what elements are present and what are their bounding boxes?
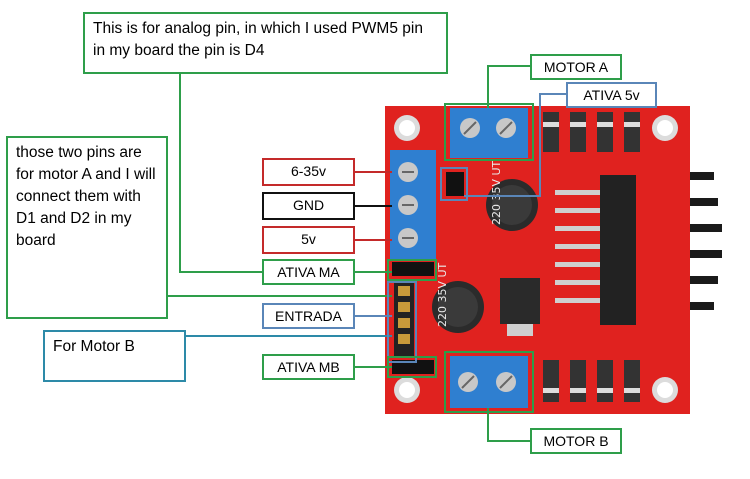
leader-motor-a (487, 65, 530, 108)
capacitor-top-text: 220 35V UT (490, 160, 503, 225)
voltage-regulator (500, 278, 540, 336)
ativa-mb-label: ATIVA MB (262, 354, 355, 380)
leader-motor-b (487, 408, 530, 442)
motor-a-pins-note: those two pins are for motor A and I wil… (6, 136, 168, 319)
label-5v: 5v (262, 226, 355, 254)
motor-a-label: MOTOR A (530, 54, 622, 80)
ativa-5v-jumper (446, 172, 464, 196)
ativa-mb-jumper (392, 360, 434, 374)
leader-analog-note (179, 73, 262, 273)
highlight-motor-a-terminal (444, 103, 534, 161)
power-terminal (390, 150, 436, 260)
motor-a-terminal (450, 108, 528, 158)
input-header (394, 280, 414, 358)
diodes-bottom (543, 360, 640, 402)
highlight-ativa-5v (440, 167, 468, 201)
label-6-35v: 6-35v (262, 158, 355, 186)
highlight-motor-b-terminal (444, 351, 534, 413)
entrada-label: ENTRADA (262, 303, 355, 329)
gnd-label: GND (262, 192, 355, 220)
capacitor-bottom-text: 220 35V UT (436, 262, 449, 327)
ativa-ma-jumper (392, 262, 434, 276)
motor-b-label: MOTOR B (530, 428, 622, 454)
motor-b-terminal (450, 356, 528, 408)
highlight-entrada (387, 281, 417, 363)
ativa-ma-label: ATIVA MA (262, 259, 355, 285)
diodes-top (543, 112, 640, 152)
l298n-chip (600, 175, 636, 325)
ativa-5v-label: ATIVA 5v (566, 82, 657, 108)
chip-pins (555, 190, 600, 303)
capacitor-bottom (432, 281, 484, 333)
leader-ativa-5v (464, 93, 566, 197)
highlight-ativa-ma (387, 259, 437, 281)
motor-b-note: For Motor B (43, 330, 186, 382)
highlight-ativa-mb (387, 356, 437, 378)
mounting-holes (394, 115, 678, 403)
analog-pin-note: This is for analog pin, in which I used … (83, 12, 448, 74)
